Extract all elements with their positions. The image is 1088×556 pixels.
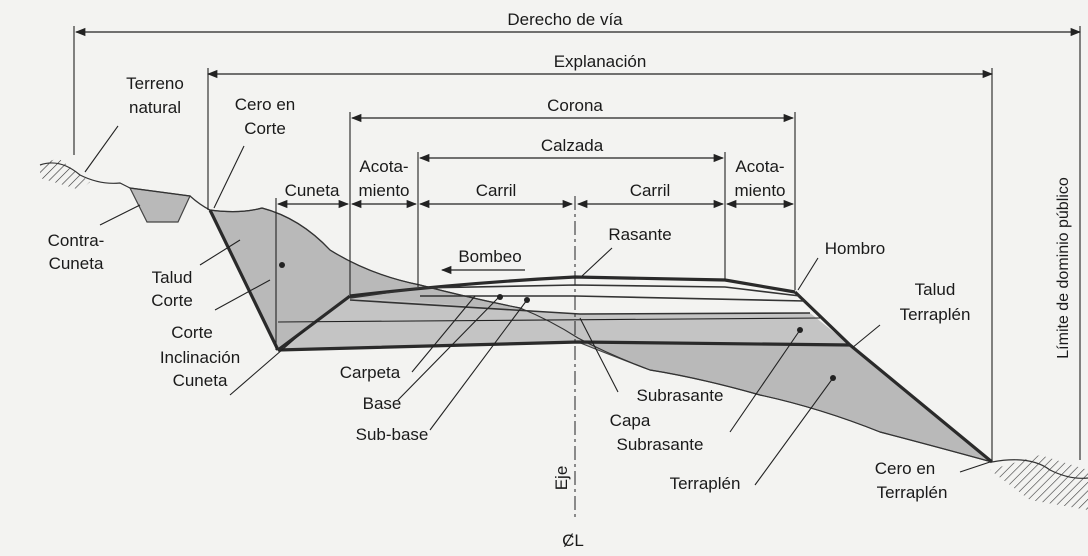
cero-en-terraplen-line1: Cero en	[875, 459, 935, 478]
terraplen-label: Terraplén	[670, 474, 741, 493]
limite-label: Límite de dominio público	[1055, 177, 1072, 359]
natural-ground-right	[991, 459, 1088, 479]
sub-base-label: Sub-base	[356, 425, 429, 444]
calzada-label: Calzada	[541, 136, 604, 155]
talud-corte-line1: Talud	[152, 268, 193, 287]
talud-terraplen-line2: Terraplén	[900, 305, 971, 324]
capa-subrasante-line2: Subrasante	[617, 435, 704, 454]
cuneta-label: Cuneta	[285, 181, 340, 200]
natural-ground-left	[39, 162, 211, 211]
left-hatch	[40, 158, 90, 190]
inclinacion-cuneta-line1: Inclinación	[160, 348, 240, 367]
talud-corte-line	[208, 209, 280, 351]
capa-line	[277, 317, 821, 323]
carpeta-surface	[349, 275, 796, 298]
cero-en-terraplen-line2: Terraplén	[877, 483, 948, 502]
natural-ground-middle	[209, 207, 993, 463]
corona-label: Corona	[547, 96, 603, 115]
cero-en-corte-line1: Cero en	[235, 95, 295, 114]
subrasante-label: Subrasante	[637, 386, 724, 405]
corte-label: Corte	[171, 323, 213, 342]
base-label: Base	[363, 394, 402, 413]
capa-subrasante-fill	[278, 297, 850, 350]
subrasante-line	[349, 299, 811, 315]
eje-label: Eje	[552, 466, 571, 491]
terreno-natural-line1: Terreno	[126, 74, 184, 93]
explanacion-label: Explanación	[554, 52, 647, 71]
hombro-label: Hombro	[825, 239, 885, 258]
carril-right-label: Carril	[630, 181, 671, 200]
carril-left-label: Carril	[476, 181, 517, 200]
cero-en-corte-line2: Corte	[244, 119, 286, 138]
rasante-label: Rasante	[608, 225, 671, 244]
acotamiento-right-line2: miento	[734, 181, 785, 200]
capa-subrasante-line1: Capa	[610, 411, 651, 430]
terreno-natural-line2: natural	[129, 98, 181, 117]
acotamiento-left-line2: miento	[358, 181, 409, 200]
carpeta-label: Carpeta	[340, 363, 401, 382]
derecho-de-via-label: Derecho de vía	[507, 10, 623, 29]
acotamiento-right-line1: Acota-	[735, 157, 784, 176]
inclinacion-cuneta-line	[277, 294, 351, 352]
talud-terraplen-line	[793, 290, 994, 464]
acotamiento-left-line1: Acota-	[359, 157, 408, 176]
talud-terraplen-line1: Talud	[915, 280, 956, 299]
subgrade-bottom	[277, 340, 851, 352]
centerline-symbol: ȻL	[562, 531, 584, 550]
right-hatch	[990, 455, 1088, 510]
talud-corte-line2: Corte	[151, 291, 193, 310]
inclinacion-cuneta-line2: Cuneta	[173, 371, 228, 390]
contra-cuneta-line1: Contra-	[48, 231, 105, 250]
contra-cuneta-line2: Cuneta	[49, 254, 104, 273]
bombeo-label: Bombeo	[458, 247, 521, 266]
